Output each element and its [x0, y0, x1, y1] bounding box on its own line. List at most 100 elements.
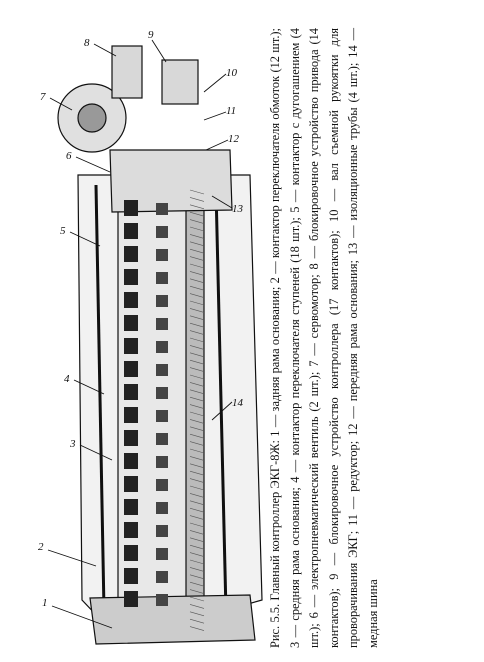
contactor-block — [156, 479, 168, 491]
hatch-line — [189, 604, 205, 609]
hatch-line — [189, 234, 205, 239]
contactor-block — [156, 364, 168, 376]
callout-label: 1 — [42, 597, 48, 609]
hatch-line — [189, 359, 205, 365]
callout-label: 12 — [228, 133, 240, 145]
callout-label: 13 — [232, 203, 244, 215]
hatch-line — [189, 285, 205, 291]
hatch-line — [189, 559, 205, 565]
contactor-block — [124, 200, 138, 216]
hatch-line — [189, 293, 205, 298]
contactor-block — [124, 223, 138, 239]
callout-label: 8 — [84, 37, 90, 49]
hatch-line — [189, 537, 205, 543]
hatch-line — [189, 263, 205, 269]
hatch-line — [189, 456, 205, 461]
hatch-line — [189, 500, 205, 506]
contactor-block — [124, 430, 138, 446]
hatch-line — [189, 581, 205, 587]
hatch-line — [189, 271, 205, 276]
hatch-line — [189, 248, 205, 254]
hatch-line — [189, 308, 205, 313]
contactor-block — [156, 594, 168, 606]
hatch-line — [189, 189, 205, 195]
hatch-line — [189, 211, 205, 217]
hatch-line — [189, 226, 205, 232]
hatch-line — [189, 256, 205, 261]
contactor-block — [156, 203, 168, 215]
callout-label: 6 — [66, 150, 72, 162]
hatch-line — [189, 300, 205, 306]
contactor-block — [124, 292, 138, 308]
hatch-line — [189, 322, 205, 328]
contactor-block — [156, 456, 168, 468]
hatch-line — [189, 219, 205, 224]
hatch-line — [189, 278, 205, 284]
callout-label: 9 — [148, 29, 154, 41]
hatch-line — [189, 241, 205, 247]
hatch-line — [189, 507, 205, 513]
hatch-line — [189, 611, 205, 617]
hatch-line — [189, 567, 205, 572]
hatch-line — [189, 485, 205, 491]
callout-label: 3 — [69, 438, 76, 450]
hatch-line — [189, 470, 205, 476]
hatch-line — [189, 478, 205, 483]
contactor-block — [124, 453, 138, 469]
contactor-block — [156, 295, 168, 307]
hatch-line — [189, 626, 205, 631]
hatch-line — [189, 552, 205, 557]
contactor-block — [156, 502, 168, 514]
contactor-block — [124, 545, 138, 561]
hatch-line — [189, 530, 205, 535]
hatch-line — [189, 589, 205, 594]
hatch-line — [189, 544, 205, 550]
contactor-block — [124, 499, 138, 515]
hatch-line — [189, 419, 205, 424]
contactor-block — [156, 548, 168, 560]
contactor-block — [156, 571, 168, 583]
hatch-line — [189, 463, 205, 469]
hatch-line — [189, 515, 205, 520]
hatch-line — [189, 367, 205, 372]
hatch-line — [189, 382, 205, 387]
hatch-line — [189, 337, 205, 343]
hatch-line — [189, 441, 205, 446]
callout-label: 10 — [226, 67, 238, 79]
contactor-block — [124, 269, 138, 285]
contactor-block — [124, 591, 138, 607]
hatch-line — [189, 197, 205, 202]
contactor-block — [156, 226, 168, 238]
contactor-block — [124, 568, 138, 584]
callout-label: 5 — [60, 225, 66, 237]
contactor-block — [156, 272, 168, 284]
contactor-block — [124, 384, 138, 400]
hatch-line — [189, 411, 205, 417]
callout-label: 7 — [40, 91, 46, 103]
callout-label: 4 — [64, 373, 70, 385]
callout-label: 2 — [38, 541, 44, 553]
contactor-block — [156, 318, 168, 330]
hatch-line — [189, 596, 205, 602]
hatch-line — [189, 352, 205, 358]
hatch-line — [189, 396, 205, 402]
contactor-block — [124, 361, 138, 377]
caption-prefix: Рис. 5.5. — [268, 603, 282, 648]
contactor-block — [156, 249, 168, 261]
contactor-block — [156, 525, 168, 537]
hatch-line — [189, 426, 205, 432]
contactor-block — [124, 338, 138, 354]
contactor-block — [156, 410, 168, 422]
contactor-block — [124, 522, 138, 538]
caption-text: Главный контроллер ЭКГ-8Ж: 1 — задняя ра… — [268, 28, 380, 648]
contactor-block — [124, 407, 138, 423]
callout-label: 11 — [226, 105, 236, 117]
contactor-block — [156, 387, 168, 399]
hatch-line — [189, 433, 205, 439]
hatch-line — [189, 345, 205, 350]
hatch-line — [189, 374, 205, 380]
hatch-line — [189, 389, 205, 395]
contactor-block — [124, 476, 138, 492]
